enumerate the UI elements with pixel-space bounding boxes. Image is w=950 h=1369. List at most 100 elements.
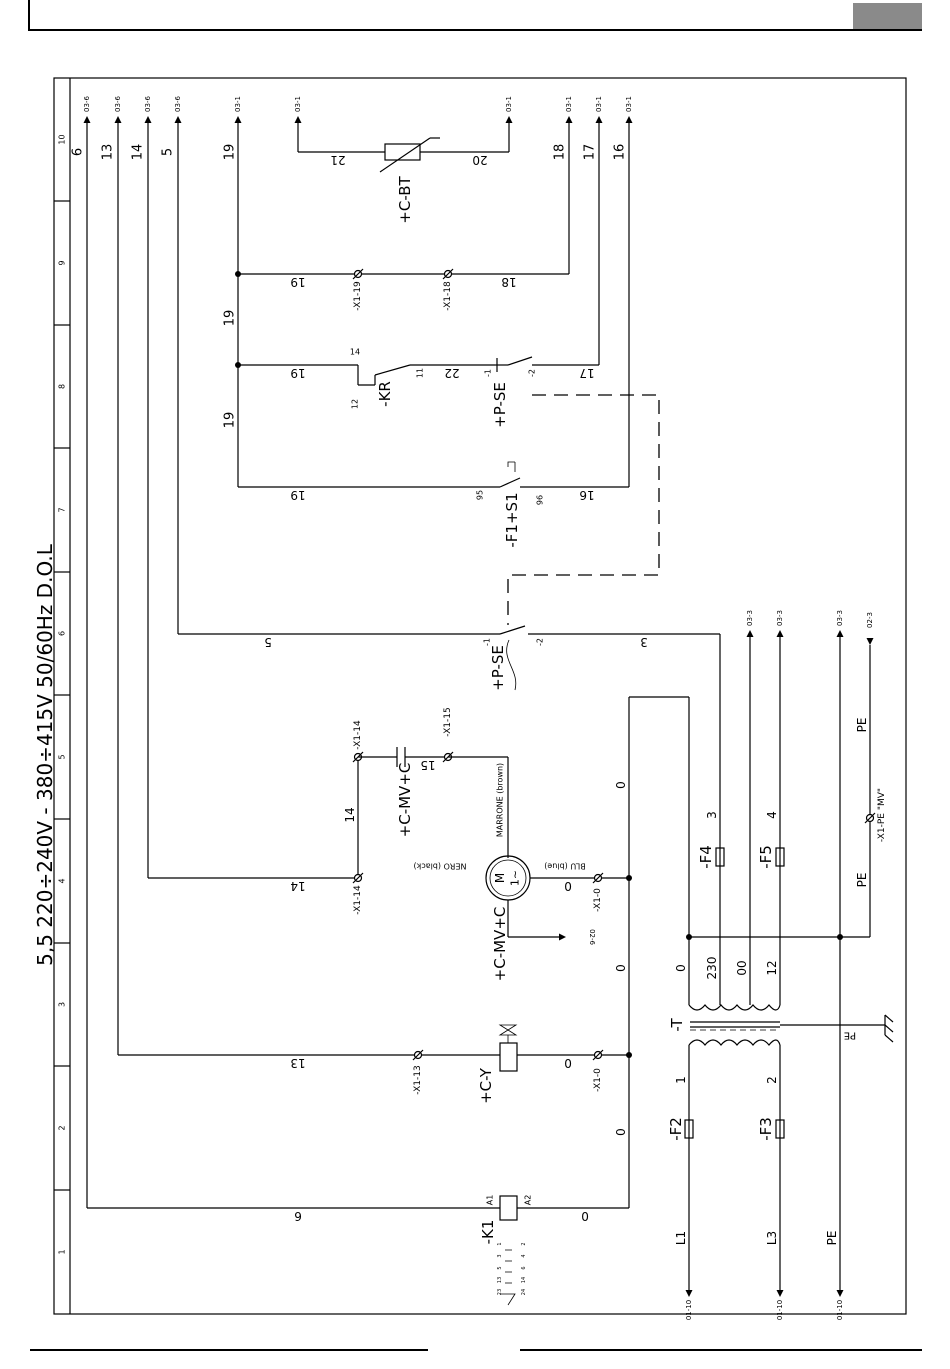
xfmr-secondary <box>688 1004 781 1011</box>
bus-arrow <box>595 116 603 123</box>
k1-pin: 24 <box>521 1289 527 1295</box>
motor-phase: 1~ <box>509 870 522 886</box>
k1-contact-lines <box>505 1249 512 1284</box>
valve-symbol <box>498 1024 518 1043</box>
k1-pin: 5 <box>497 1266 503 1269</box>
out-ref: 03-3 <box>746 610 754 626</box>
wire-label: 5 <box>264 635 272 649</box>
column-number: 10 <box>58 134 67 144</box>
in-arrow <box>776 1290 784 1297</box>
wire-label: 22 <box>444 366 459 380</box>
pin-label: 11 <box>416 368 425 378</box>
bus-ref: 03-1 <box>505 96 513 112</box>
out-ref: 02-3 <box>866 612 874 628</box>
terminal-label: -X1-PE "MV" <box>877 788 887 842</box>
wire-label: 0 <box>564 1056 572 1070</box>
out-arrow <box>746 630 754 637</box>
mv-arrow <box>559 933 566 941</box>
pse-contact <box>499 625 526 635</box>
f1s1-actuator <box>507 461 516 472</box>
junction <box>626 1052 632 1058</box>
component-label: -T <box>668 1018 686 1032</box>
bus-label: 18 <box>553 144 568 161</box>
terminal-label: -X1-0 <box>593 1068 603 1092</box>
column-number: 8 <box>58 384 67 389</box>
bus-label: 14 <box>131 144 146 161</box>
thermistor-body <box>384 143 421 161</box>
wire-label: 19 <box>223 412 238 429</box>
column-number: 7 <box>58 507 67 512</box>
bus-ref: 03-1 <box>595 96 603 112</box>
pin-label: -1 <box>483 638 492 646</box>
motor-lead-label: NERO (black) <box>414 862 467 871</box>
wire-label: 19 <box>290 366 305 380</box>
wire-label: 15 <box>420 758 435 772</box>
header-rule <box>28 29 922 31</box>
wire-label: L3 <box>765 1231 779 1245</box>
f1s1-contact <box>499 477 521 488</box>
wire-label: 0 <box>581 1209 589 1223</box>
bus-arrow <box>174 116 182 123</box>
column-number: 5 <box>58 754 67 759</box>
mv-ref: 02-6 <box>588 929 596 945</box>
column-number: 2 <box>58 1125 67 1130</box>
wire-label: 0 <box>614 964 628 972</box>
junction <box>235 362 241 368</box>
bus-ref: 03-1 <box>625 96 633 112</box>
bus-arrow <box>83 116 91 123</box>
out-arrow-down <box>866 638 874 645</box>
wire-label: PE <box>825 1231 839 1246</box>
wire-label: 4 <box>765 811 779 819</box>
component-label: +C-MV+C <box>491 907 509 982</box>
pin-label: -1 <box>484 369 493 377</box>
wire-label: L1 <box>674 1231 688 1245</box>
bus-ref: 03-1 <box>234 96 242 112</box>
wire-label: PE <box>855 873 869 888</box>
terminal-label: -X1-14 <box>353 720 363 750</box>
solenoid-coil <box>499 1042 518 1072</box>
terminal-x1-14-slash <box>352 872 364 884</box>
pin-label: -2 <box>536 638 545 646</box>
in-ref: 01-10 <box>776 1300 784 1320</box>
wire-label: 1 <box>674 1076 688 1084</box>
terminal-label: -X1-15 <box>443 707 453 736</box>
wire-label: 00 <box>735 960 749 975</box>
column-number: 4 <box>58 878 67 883</box>
junction <box>235 271 241 277</box>
bus-arrow <box>294 116 302 123</box>
motor-lead-label: MARRONE (brown) <box>496 763 505 837</box>
bus-ref: 03-6 <box>144 96 152 112</box>
column-number: 3 <box>58 1002 67 1007</box>
component-label: +P-SE <box>491 382 509 428</box>
bus-ref: 03-6 <box>114 96 122 112</box>
xfmr-primary <box>688 1039 781 1046</box>
out-ref: 03-3 <box>776 610 784 626</box>
wire-label: PE <box>844 1030 856 1041</box>
terminal-x1-0-slash <box>592 872 604 884</box>
wire-label: 6 <box>294 1209 302 1223</box>
fuse-f5 <box>775 847 785 867</box>
bus-ref: 03-1 <box>565 96 573 112</box>
fuse-f3 <box>775 1119 785 1139</box>
motor-inner <box>489 859 527 897</box>
out-arrow <box>836 630 844 637</box>
bus-label: 17 <box>583 144 598 161</box>
wire-label: 16 <box>579 488 594 502</box>
component-label: -F5 <box>757 845 775 869</box>
component-label: +C-MV+C <box>396 763 414 838</box>
bus-ref: 03-6 <box>174 96 182 112</box>
pin-label: -2 <box>528 369 537 377</box>
wire-label: 13 <box>290 1056 305 1070</box>
pin-label: 95 <box>476 490 485 500</box>
wire-label: 17 <box>579 366 594 380</box>
component-label: -F2 <box>667 1117 685 1141</box>
component-label: -F3 <box>757 1117 775 1141</box>
wire-label: 0 <box>614 781 628 789</box>
bus-arrow <box>234 116 242 123</box>
wire-label: 19 <box>290 488 305 502</box>
k1-pin: 2 <box>521 1242 527 1245</box>
terminal-label: -X1-13 <box>413 1065 423 1094</box>
k1-pin: 6 <box>521 1266 527 1269</box>
